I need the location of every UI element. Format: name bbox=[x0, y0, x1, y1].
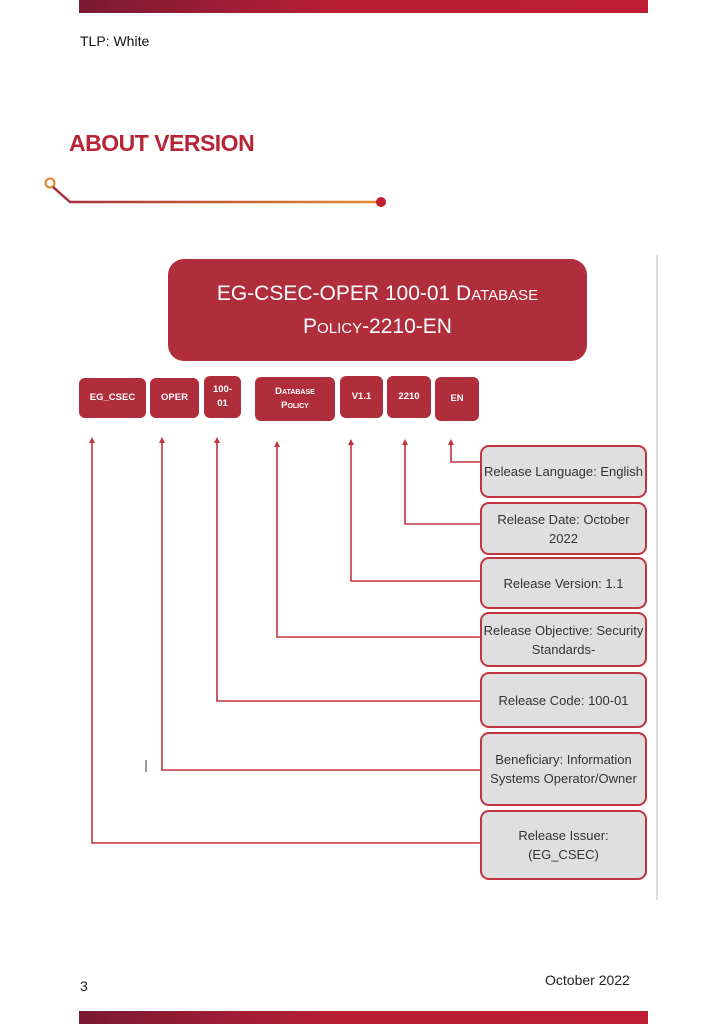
desc-release-version: Release Version: 1.1 bbox=[480, 557, 647, 609]
segment-version: V1.1 bbox=[340, 376, 383, 418]
desc-release-date: Release Date: October 2022 bbox=[480, 502, 647, 555]
segment-issuer: EG_CSEC bbox=[79, 378, 146, 418]
tlp-label: TLP: White bbox=[80, 33, 150, 49]
segment-objective: Database Policy bbox=[255, 377, 335, 421]
footer-date: October 2022 bbox=[545, 972, 630, 988]
desc-release-issuer: Release Issuer: (EG_CSEC) bbox=[480, 810, 647, 880]
segment-beneficiary: OPER bbox=[150, 378, 199, 418]
desc-beneficiary: Beneficiary: Information Systems Operato… bbox=[480, 732, 647, 806]
desc-release-objective: Release Objective: Security Standards- bbox=[480, 612, 647, 667]
desc-release-language: Release Language: English bbox=[480, 445, 647, 498]
page-number: 3 bbox=[80, 978, 88, 994]
decorative-line-icon bbox=[44, 177, 386, 207]
version-title: EG-CSEC-OPER 100-01 Database Policy-2210… bbox=[216, 282, 539, 338]
segment-date: 2210 bbox=[387, 376, 431, 418]
segment-language: EN bbox=[435, 377, 479, 421]
version-title-box: EG-CSEC-OPER 100-01 Database Policy-2210… bbox=[168, 259, 587, 361]
desc-release-code: Release Code: 100-01 bbox=[480, 672, 647, 728]
top-banner bbox=[79, 0, 648, 13]
bottom-banner bbox=[79, 1011, 648, 1024]
section-title: ABOUT VERSION bbox=[69, 130, 255, 156]
segment-code: 100- 01 bbox=[204, 376, 241, 418]
